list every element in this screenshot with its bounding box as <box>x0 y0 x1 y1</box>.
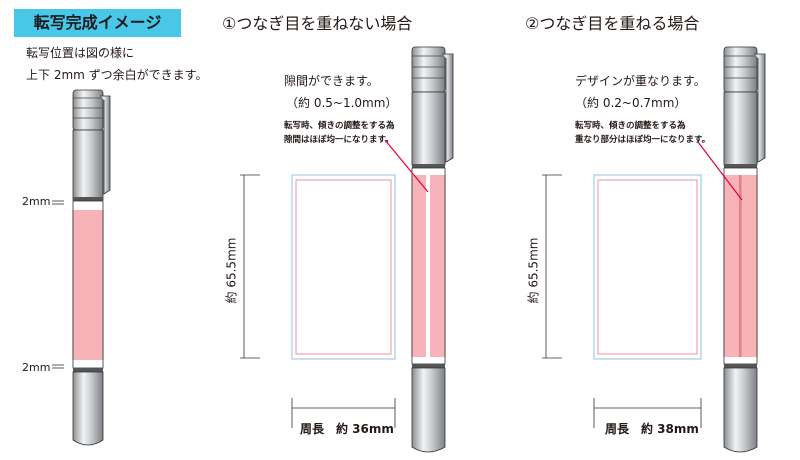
section1-label-diagram <box>240 174 396 428</box>
section2-small-2: 重なり部分はほぼ均一になります。 <box>575 135 711 145</box>
section1-width-label: 周長 約 36mm <box>300 422 394 436</box>
section1-callout-2: （約 0.5~1.0mm） <box>286 96 398 110</box>
margin-bottom-label: 2mm <box>22 361 51 374</box>
section2-callout-2: （約 0.2~0.7mm） <box>575 96 687 110</box>
intro-line-2: 上下 2mm ずつ余白ができます。 <box>26 68 208 82</box>
section1-small-2: 隙間はほぼ均一になります。 <box>284 135 394 145</box>
pen-icon <box>52 89 111 446</box>
margin-top-label: 2mm <box>22 195 51 208</box>
section1-pen-icon <box>411 46 454 453</box>
badge-title: 転写完成イメージ <box>14 9 181 37</box>
section2-callout-1: デザインが重なります。 <box>575 74 706 88</box>
print-area <box>73 210 103 360</box>
section1-small-1: 転写時、傾きの調整をする為 <box>284 121 395 131</box>
section2-pen-icon <box>723 46 766 453</box>
section2-small-1: 転写時、傾きの調整をする為 <box>575 121 686 131</box>
section2-title: ②つなぎ目を重ねる場合 <box>525 14 700 33</box>
section2-label-diagram <box>542 174 702 428</box>
section2-width-label: 周長 約 38mm <box>605 422 699 436</box>
section1-title: ①つなぎ目を重ねない場合 <box>222 14 413 33</box>
intro-line-1: 転写位置は図の様に <box>26 46 135 60</box>
section1-callout-1: 隙間ができます。 <box>284 74 379 88</box>
